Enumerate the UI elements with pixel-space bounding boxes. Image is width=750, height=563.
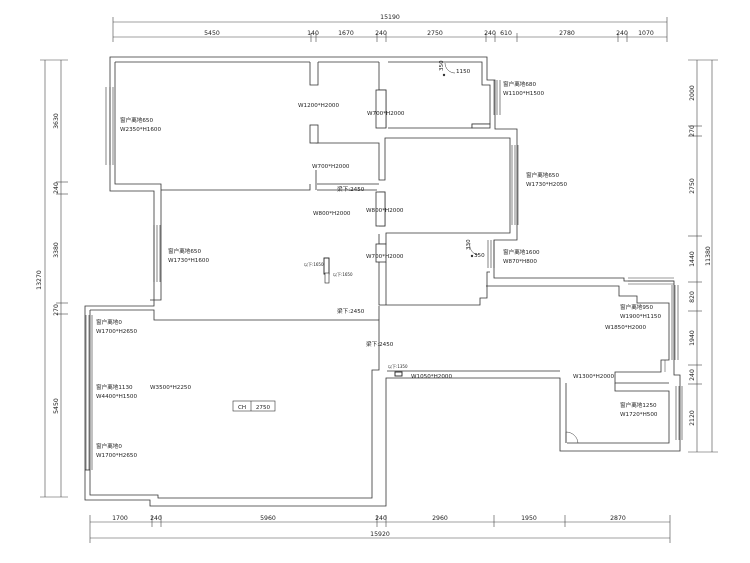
windows xyxy=(85,80,683,470)
door-note-7: W1850*H2000 xyxy=(605,325,646,331)
note-window-living-1-size: W1700*H2650 xyxy=(96,329,137,335)
dim-left-total: 13270 xyxy=(36,270,43,290)
note-window-east-size: W1900*H1150 xyxy=(620,314,661,320)
note-window-balcony-size: W870*H800 xyxy=(503,259,537,265)
door-note-8: W3500*H2250 xyxy=(150,385,191,391)
note-window-living-2: 窗户离地1130 xyxy=(96,383,133,391)
note-window-room-right-size: W1730*H2050 xyxy=(526,182,567,188)
note-window-balcony: 窗户离地1600 xyxy=(503,248,540,256)
dim-top-8: 2780 xyxy=(559,30,575,37)
note-window-living-1: 窗户离地0 xyxy=(96,318,122,326)
door-note-3: W700*H2000 xyxy=(312,164,350,170)
dim-right-7: 240 xyxy=(689,369,696,381)
dim-left-3: 3380 xyxy=(53,242,60,258)
dim-top-7: 610 xyxy=(500,30,512,37)
dim-right-8: 2120 xyxy=(689,410,696,426)
ceiling-height-tag: CH 2750 xyxy=(232,400,276,412)
note-window-room-left: 窗户离地650 xyxy=(168,247,201,255)
dim-top-6: 240 xyxy=(484,30,496,37)
note-window-bath-top-size: W1100*H1500 xyxy=(503,91,544,97)
dim-top-4: 240 xyxy=(375,30,387,37)
note-window-southeast: 窗户离地1250 xyxy=(620,401,657,409)
dim-left-2: 240 xyxy=(53,182,60,194)
mark-n1: 1150 xyxy=(456,69,471,75)
dimension-lines xyxy=(40,17,718,543)
mark-r1: 350 xyxy=(439,60,445,71)
note-window-southeast-size: W1720*H500 xyxy=(620,412,658,418)
dim-top-total: 15190 xyxy=(380,14,400,21)
note-window-bath-top: 窗户离地680 xyxy=(503,80,536,88)
dim-left-1: 3630 xyxy=(53,113,60,129)
beam-note-3: 梁下:2450 xyxy=(366,340,394,348)
door-note-6: W700*H2000 xyxy=(366,254,404,260)
beam-note-2: 梁下:2450 xyxy=(337,307,365,315)
mark-r3: 350 xyxy=(474,253,485,259)
note-window-kitchen-size: W2350*H1600 xyxy=(120,127,161,133)
note-window-east: 窗户离地950 xyxy=(620,303,653,311)
note-window-room-right: 窗户离地650 xyxy=(526,171,559,179)
dim-left-4: 270 xyxy=(53,304,60,316)
dim-bottom-7: 2870 xyxy=(610,515,626,522)
small-note-3: 以下:1350 xyxy=(388,364,408,369)
ch-value: 2750 xyxy=(256,405,271,411)
door-note-4: W800*H2000 xyxy=(313,211,351,217)
dim-top-2: 140 xyxy=(307,30,319,37)
socket-box xyxy=(394,371,403,377)
dim-bottom-2: 240 xyxy=(150,515,162,522)
dim-top-3: 1670 xyxy=(338,30,354,37)
wall-blocks xyxy=(309,89,491,263)
dim-top-9: 240 xyxy=(616,30,628,37)
dim-bottom-total: 15920 xyxy=(370,531,390,538)
dim-bottom-4: 240 xyxy=(375,515,387,522)
door-note-2: W700*H2000 xyxy=(367,111,405,117)
dim-left-5: 5450 xyxy=(53,398,60,414)
mark-r2-dot xyxy=(470,254,474,258)
dim-top-10: 1070 xyxy=(638,30,654,37)
ch-label: CH xyxy=(238,405,246,411)
door-note-9: W1050*H2000 xyxy=(411,374,452,380)
note-window-room-left-size: W1730*H1600 xyxy=(168,258,209,264)
door-note-10: W1300*H2000 xyxy=(573,374,614,380)
door-notes: W1200*H2000 W700*H2000 W700*H2000 W800*H… xyxy=(150,103,646,391)
beam-note-1: 梁下:2450 xyxy=(337,185,365,193)
switch-box-2 xyxy=(324,272,330,284)
note-window-kitchen: 窗户离地650 xyxy=(120,116,153,124)
dim-right-5: 820 xyxy=(689,291,696,303)
small-note-1: 以下:1650 xyxy=(304,262,324,267)
dim-bottom-1: 1700 xyxy=(112,515,128,522)
door-note-5: W800*H2000 xyxy=(366,208,404,214)
note-window-living-3: 窗户离地0 xyxy=(96,442,122,450)
dim-right-4: 1440 xyxy=(689,251,696,267)
dim-top-5: 2750 xyxy=(427,30,443,37)
dim-right-6: 1940 xyxy=(689,330,696,346)
small-note-2: 以下:1650 xyxy=(333,272,353,277)
mark-r1-dot xyxy=(442,73,446,77)
dim-right-2: 270 xyxy=(689,125,696,137)
notes: 窗户离地650 W2350*H1600 窗户离地680 W1100*H1500 … xyxy=(96,80,661,459)
dim-bottom-3: 5960 xyxy=(260,515,276,522)
door-swings xyxy=(444,62,666,444)
beam-notes: 梁下:2450 梁下:2450 梁下:2450 xyxy=(337,185,394,348)
dim-right-total: 11380 xyxy=(705,246,712,266)
mark-r2: 330 xyxy=(466,239,472,250)
note-window-living-3-size: W1700*H2650 xyxy=(96,453,137,459)
dim-top-1: 5450 xyxy=(204,30,220,37)
dim-bottom-6: 1950 xyxy=(521,515,537,522)
dim-bottom-5: 2960 xyxy=(432,515,448,522)
misc-marks: 350 1150 330 350 以下:1650 以下:1650 以下:1350 xyxy=(304,60,485,377)
note-window-living-2-size: W4400*H1500 xyxy=(96,394,137,400)
dim-right-3: 2750 xyxy=(689,178,696,194)
door-note-1: W1200*H2000 xyxy=(298,103,339,109)
dim-right-1: 2000 xyxy=(689,85,696,101)
switch-box-1 xyxy=(323,257,330,275)
walls xyxy=(84,56,681,507)
